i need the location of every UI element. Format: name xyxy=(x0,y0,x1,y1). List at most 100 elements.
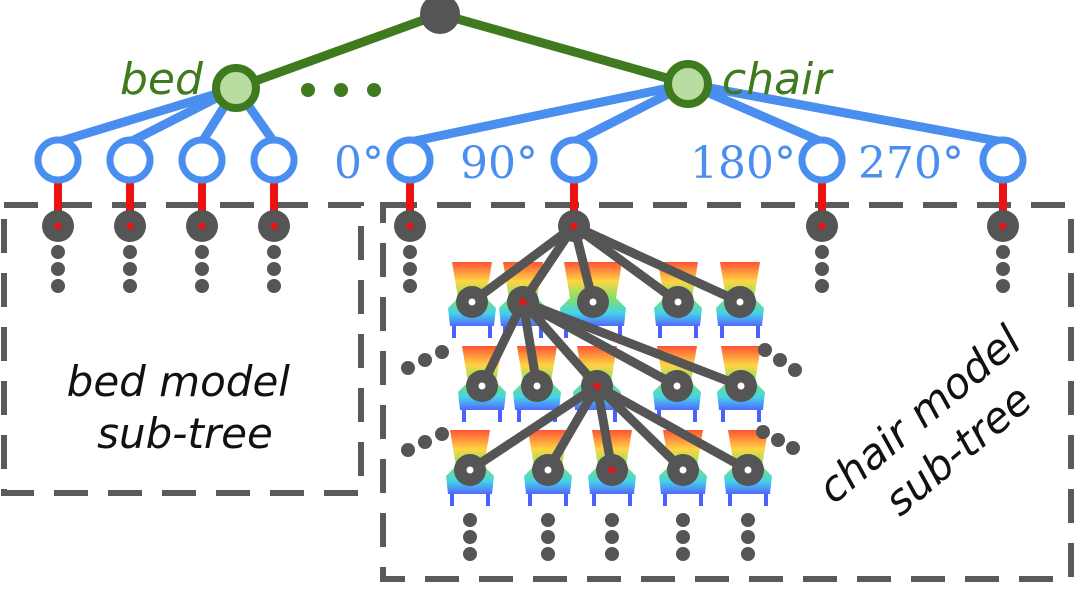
ellipsis-dot xyxy=(267,262,281,276)
ellipsis-dot xyxy=(996,245,1010,259)
ellipsis-dot xyxy=(815,279,829,293)
model-node-center xyxy=(593,382,601,390)
model-node-center xyxy=(270,222,278,230)
ellipsis-dot xyxy=(403,262,417,276)
edge-model-neighbor xyxy=(518,297,602,391)
ellipsis-dot xyxy=(605,530,619,544)
model-node-center xyxy=(478,382,486,390)
rotation-label-180: 180° xyxy=(690,138,796,189)
model-node-center xyxy=(406,222,414,230)
model-node-center xyxy=(673,382,681,390)
ellipsis-dot xyxy=(418,353,432,367)
ellipsis-dot xyxy=(773,353,787,367)
edge-model-neighbor xyxy=(518,297,746,391)
ellipsis-dot xyxy=(788,363,802,377)
model-node-center xyxy=(737,382,745,390)
bed-subtree-box xyxy=(1,202,364,496)
root-node xyxy=(420,0,460,34)
rotation-label-90: 90° xyxy=(460,138,538,189)
category-label-chair: chair xyxy=(722,54,834,105)
ellipsis-dot xyxy=(123,262,137,276)
rotation-label-0: 0° xyxy=(334,138,384,189)
ellipsis-dot xyxy=(996,262,1010,276)
ellipsis-dot xyxy=(786,441,800,455)
edge-model-neighbor xyxy=(465,381,602,475)
model-node-center xyxy=(468,298,476,306)
model-node-center xyxy=(570,222,578,230)
ellipsis-dot xyxy=(815,262,829,276)
ellipsis-dot xyxy=(123,245,137,259)
rotation-node xyxy=(550,136,598,184)
model-node-center xyxy=(533,382,541,390)
model-node-center xyxy=(519,298,527,306)
rotation-node xyxy=(178,136,226,184)
ellipsis-dot xyxy=(267,279,281,293)
ellipsis-dot xyxy=(51,245,65,259)
ellipsis-dot xyxy=(605,547,619,561)
rotation-node xyxy=(106,136,154,184)
ellipsis-dot xyxy=(195,262,209,276)
ellipsis-dot xyxy=(435,345,449,359)
edge-model-neighbor xyxy=(467,221,579,307)
rotation-node xyxy=(979,136,1027,184)
rotation-label-270: 270° xyxy=(858,138,964,189)
ellipsis-dot xyxy=(123,279,137,293)
category-node xyxy=(212,64,260,112)
edge-model-neighbor xyxy=(592,381,688,475)
ellipsis-dot xyxy=(195,279,209,293)
model-node-center xyxy=(126,222,134,230)
ellipsis-dot xyxy=(51,262,65,276)
ellipsis-dot xyxy=(435,427,449,441)
ellipsis-dot xyxy=(463,547,477,561)
model-node-center xyxy=(198,222,206,230)
tree-nodes xyxy=(34,0,1027,561)
edge-chair-rotation xyxy=(405,79,693,147)
ellipsis-dot xyxy=(758,343,772,357)
chair-subtree-label: chair model sub-tree xyxy=(808,307,1074,553)
ellipsis-dot xyxy=(771,433,785,447)
ellipsis-dot xyxy=(605,513,619,527)
ellipsis-dot xyxy=(741,530,755,544)
ellipsis-dot xyxy=(815,245,829,259)
model-node-center xyxy=(674,298,682,306)
category-ellipsis xyxy=(301,83,381,97)
chair-subtree-box xyxy=(380,202,1074,582)
ellipsis-dot xyxy=(418,435,432,449)
category-node xyxy=(664,60,712,108)
ellipsis-dot xyxy=(541,547,555,561)
ellipsis-dot xyxy=(463,530,477,544)
ellipsis-dot xyxy=(267,245,281,259)
ellipsis-dot xyxy=(676,530,690,544)
ellipsis-dot xyxy=(195,245,209,259)
model-node-center xyxy=(589,298,597,306)
ellipsis-dot xyxy=(676,547,690,561)
model-node-center xyxy=(608,466,616,474)
edge-chair-rotation xyxy=(683,79,1008,147)
model-node-center xyxy=(679,466,687,474)
ellipsis-dot xyxy=(756,425,770,439)
edge-model-neighbor xyxy=(543,381,602,475)
edge-root-bed xyxy=(231,9,445,93)
ellipsis-dot xyxy=(463,513,477,527)
rotation-node xyxy=(798,136,846,184)
rotation-node xyxy=(386,136,434,184)
model-node-center xyxy=(818,222,826,230)
ellipsis-dot xyxy=(541,530,555,544)
ellipsis-dot xyxy=(403,279,417,293)
bed-subtree-label: bed model sub-tree xyxy=(67,357,304,458)
ellipsis-dot xyxy=(676,513,690,527)
ellipsis-dot xyxy=(741,547,755,561)
model-node-center xyxy=(466,466,474,474)
ellipsis-dot xyxy=(401,443,415,457)
rotation-node xyxy=(34,136,82,184)
model-node-center xyxy=(744,466,752,474)
edge-bed-rotation xyxy=(53,83,241,147)
model-node-center xyxy=(999,222,1007,230)
ellipsis-dot xyxy=(51,279,65,293)
ellipsis-dot xyxy=(403,245,417,259)
edge-model-neighbor xyxy=(569,221,745,307)
category-label-bed: bed xyxy=(120,54,204,105)
model-node-center xyxy=(736,298,744,306)
ellipsis-dot xyxy=(741,513,755,527)
